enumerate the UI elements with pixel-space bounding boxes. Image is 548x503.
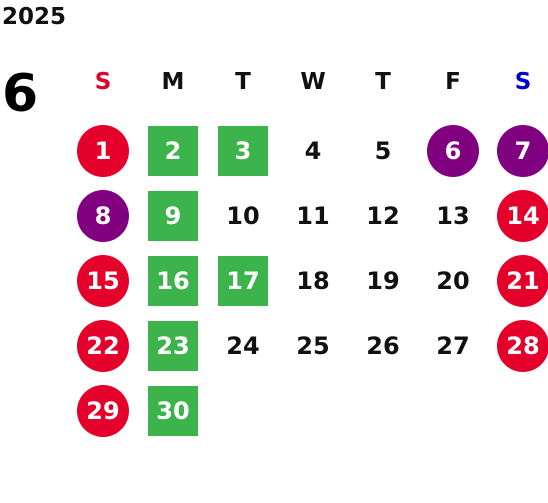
day-cell[interactable]: 20 <box>418 248 488 313</box>
day-number: 14 <box>497 189 548 242</box>
day-cell[interactable]: 21 <box>488 248 548 313</box>
day-number: 17 <box>218 255 268 306</box>
day-number: 23 <box>148 320 198 371</box>
day-cell[interactable]: 18 <box>278 248 348 313</box>
weekday-label: W <box>300 69 326 95</box>
weekday-label: M <box>161 69 185 95</box>
day-number: 3 <box>218 125 268 176</box>
day-cell[interactable]: 1 <box>68 118 138 183</box>
day-cell[interactable]: 16 <box>138 248 208 313</box>
day-number: 27 <box>436 331 470 360</box>
day-number: 24 <box>226 331 260 360</box>
day-number: 30 <box>148 385 198 436</box>
day-number: 29 <box>77 384 129 437</box>
day-cell[interactable]: 30 <box>138 378 208 443</box>
day-cell[interactable]: 23 <box>138 313 208 378</box>
day-number: 9 <box>148 190 198 241</box>
day-cell[interactable]: 3 <box>208 118 278 183</box>
day-number: 15 <box>77 254 129 307</box>
day-number: 28 <box>497 319 548 372</box>
day-number: 6 <box>427 124 479 177</box>
day-number: 2 <box>148 125 198 176</box>
day-cell[interactable]: 19 <box>348 248 418 313</box>
day-cell[interactable]: 25 <box>278 313 348 378</box>
day-number: 12 <box>366 201 400 230</box>
day-cell[interactable]: 15 <box>68 248 138 313</box>
day-number: 19 <box>366 266 400 295</box>
day-cell[interactable]: 14 <box>488 183 548 248</box>
day-number: 1 <box>77 124 129 177</box>
day-cell[interactable]: 26 <box>348 313 418 378</box>
day-number: 25 <box>296 331 330 360</box>
day-cell[interactable]: 7 <box>488 118 548 183</box>
day-number: 18 <box>296 266 330 295</box>
day-number: 5 <box>374 136 392 165</box>
day-cell[interactable]: 24 <box>208 313 278 378</box>
day-number: 7 <box>497 124 548 177</box>
day-number: 13 <box>436 201 470 230</box>
day-number: 22 <box>77 319 129 372</box>
weekday-label: F <box>445 69 461 95</box>
day-cell[interactable]: 5 <box>348 118 418 183</box>
day-number: 10 <box>226 201 260 230</box>
weekday-label: S <box>514 69 532 95</box>
day-cell[interactable]: 10 <box>208 183 278 248</box>
day-cell[interactable]: 28 <box>488 313 548 378</box>
day-cell[interactable]: 8 <box>68 183 138 248</box>
day-number: 16 <box>148 255 198 306</box>
day-number: 4 <box>304 136 322 165</box>
day-cell[interactable]: 22 <box>68 313 138 378</box>
day-cell[interactable]: 17 <box>208 248 278 313</box>
weekday-label: T <box>235 69 251 95</box>
day-cell[interactable]: 2 <box>138 118 208 183</box>
day-number: 11 <box>296 201 330 230</box>
day-number: 20 <box>436 266 470 295</box>
year-label: 2025 <box>2 4 67 30</box>
day-cell[interactable]: 11 <box>278 183 348 248</box>
weekday-label: T <box>375 69 391 95</box>
month-label: 6 <box>2 64 39 124</box>
day-number: 21 <box>497 254 548 307</box>
day-number: 8 <box>77 189 129 242</box>
day-cell[interactable]: 13 <box>418 183 488 248</box>
day-cell[interactable]: 4 <box>278 118 348 183</box>
day-cell[interactable]: 9 <box>138 183 208 248</box>
day-cell[interactable]: 29 <box>68 378 138 443</box>
day-cell[interactable]: 12 <box>348 183 418 248</box>
weekday-label: S <box>94 69 112 95</box>
day-cell[interactable]: 6 <box>418 118 488 183</box>
day-cell[interactable]: 27 <box>418 313 488 378</box>
day-number: 26 <box>366 331 400 360</box>
